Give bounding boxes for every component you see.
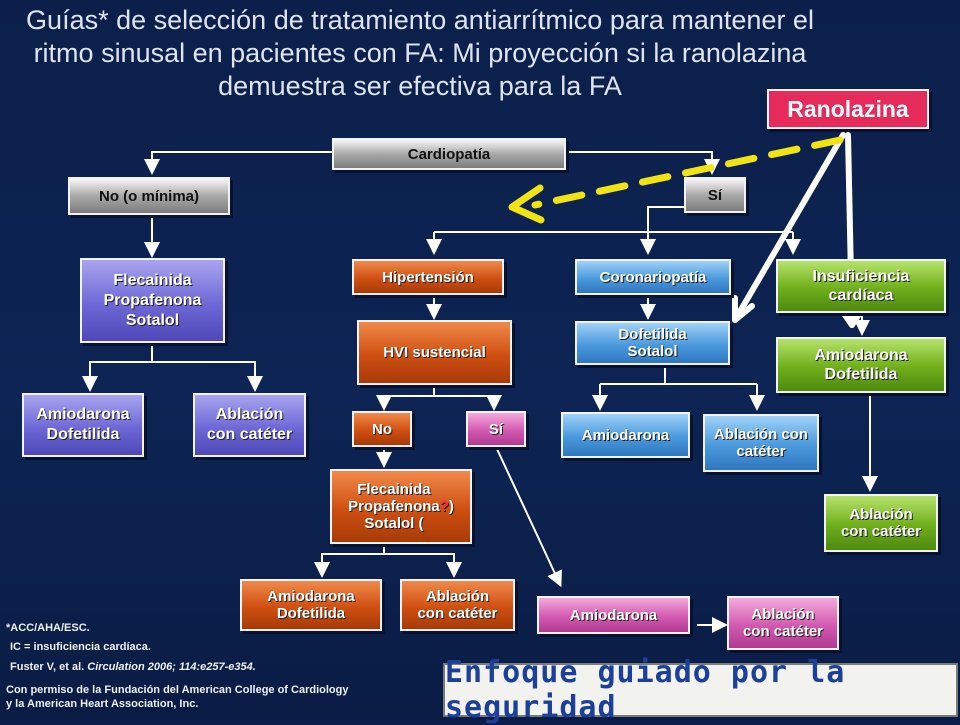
node-amiodarona-dofetilida-green: Amiodarona Dofetilida <box>776 337 946 393</box>
node-dofetilida-sotalol: Dofetilida Sotalol <box>575 321 730 365</box>
node-flecainida-left: Flecainida Propafenona Sotalol <box>80 258 225 343</box>
node-ablacion-pink: Ablación con catéter <box>727 596 839 650</box>
node-hipertension: Hipertensión <box>352 259 504 295</box>
ranolazina-label: Ranolazina <box>767 89 929 129</box>
node-cardiopatia: Cardiopatía <box>332 138 566 170</box>
node-ablacion-mid: Ablación con catéter <box>400 579 515 631</box>
node-amiodarona-dofetilida-mid: Amiodarona Dofetilida <box>240 579 382 631</box>
footnote-reference-journal: Circulation 2006; 114:e257-e354. <box>87 661 256 673</box>
question-mark: ? <box>439 498 449 515</box>
footnote-ic: IC = insuficiencia cardíaca. <box>10 641 151 653</box>
node-amiodarona-pink: Amiodarona <box>537 596 690 634</box>
node-si-top: Sí <box>684 177 746 213</box>
node-coronariopatia: Coronariopatía <box>575 259 731 295</box>
node-hvi-sustencial: HVI sustencial <box>357 320 512 385</box>
node-si-hvi: Sí <box>466 411 526 447</box>
footnote-reference-authors: Fuster V, et al. <box>10 661 88 673</box>
node-amiodarona-blue: Amiodarona <box>561 412 690 458</box>
node-amiodarona-dofetilida-left: Amiodarona Dofetilida <box>22 393 144 457</box>
footnote-permission-1: Con permiso de la Fundación del American… <box>6 684 349 696</box>
node-no-minima: No (o mínima) <box>68 177 230 215</box>
footnote-reference: Fuster V, et al. Circulation 2006; 114:e… <box>10 660 256 674</box>
node-no-hvi: No <box>352 411 412 447</box>
slide-title: Guías* de selección de tratamiento antia… <box>26 5 814 101</box>
footnote-permission-2: y la American Heart Association, Inc. <box>6 698 199 710</box>
flecainida-mid-close: ) <box>448 498 454 515</box>
node-ablacion-left: Ablación con catéter <box>193 393 306 457</box>
safety-banner: Enfoque guiado por la seguridad <box>443 655 958 725</box>
node-ablacion-blue: Ablación con catéter <box>703 414 819 472</box>
node-ablacion-green: Ablación con catéter <box>824 494 938 552</box>
flecainida-mid-text: Flecainida Propafenona Sotalol ( <box>348 481 440 532</box>
footnote-guidelines: *ACC/AHA/ESC. <box>6 622 90 634</box>
node-insuficiencia-cardiaca: Insuficiencia cardíaca <box>776 259 946 313</box>
node-flecainida-mid: Flecainida Propafenona Sotalol (?) <box>330 469 472 544</box>
